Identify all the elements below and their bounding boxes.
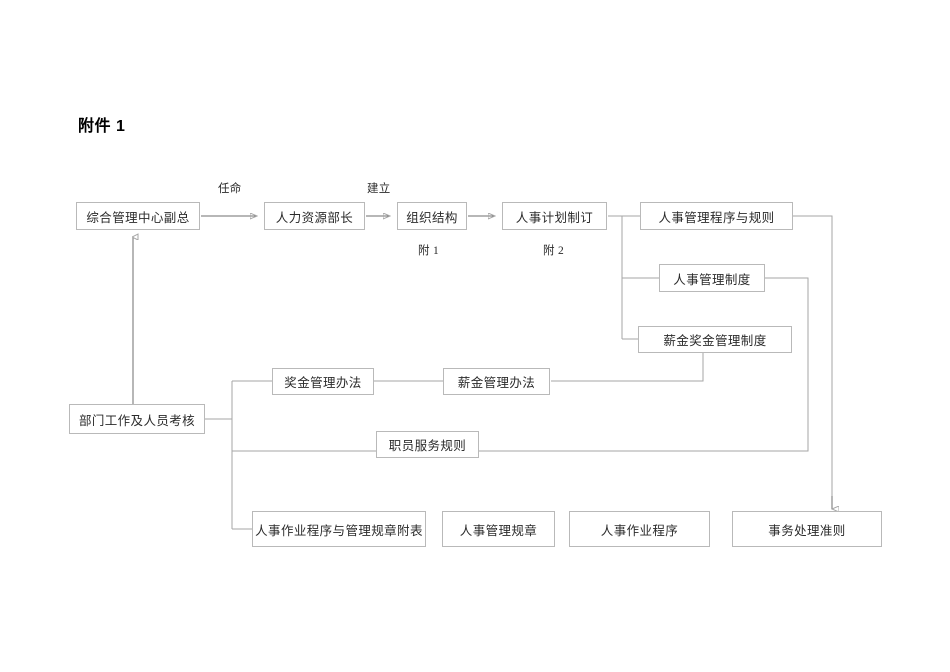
note-nt1: 附 1: [418, 245, 440, 257]
node-n4[interactable]: 人事计划制订: [502, 202, 607, 230]
node-n15[interactable]: 事务处理准则: [732, 511, 882, 547]
node-n6[interactable]: 人事管理制度: [659, 264, 765, 292]
connector-n6-n11: [479, 277, 809, 452]
node-n2[interactable]: 人力资源部长: [264, 202, 365, 230]
node-n11[interactable]: 职员服务规则: [376, 431, 479, 458]
node-n1[interactable]: 综合管理中心副总: [76, 202, 200, 230]
node-n3[interactable]: 组织结构: [397, 202, 467, 230]
node-n10[interactable]: 部门工作及人员考核: [69, 404, 205, 434]
node-n9[interactable]: 薪金管理办法: [443, 368, 550, 395]
connector-n7-n9: [551, 353, 704, 382]
node-n12[interactable]: 人事作业程序与管理规章附表: [252, 511, 426, 547]
node-n5[interactable]: 人事管理程序与规则: [640, 202, 793, 230]
node-n7[interactable]: 薪金奖金管理制度: [638, 326, 792, 353]
node-n8[interactable]: 奖金管理办法: [272, 368, 374, 395]
page-title: 附件 1: [78, 118, 126, 135]
connector-n5-n15: [793, 215, 833, 503]
note-nt2: 附 2: [543, 245, 565, 257]
edge-label-el1: 任命: [218, 183, 242, 195]
node-n13[interactable]: 人事管理规章: [442, 511, 555, 547]
node-n14[interactable]: 人事作业程序: [569, 511, 710, 547]
edge-label-el2: 建立: [367, 183, 391, 195]
